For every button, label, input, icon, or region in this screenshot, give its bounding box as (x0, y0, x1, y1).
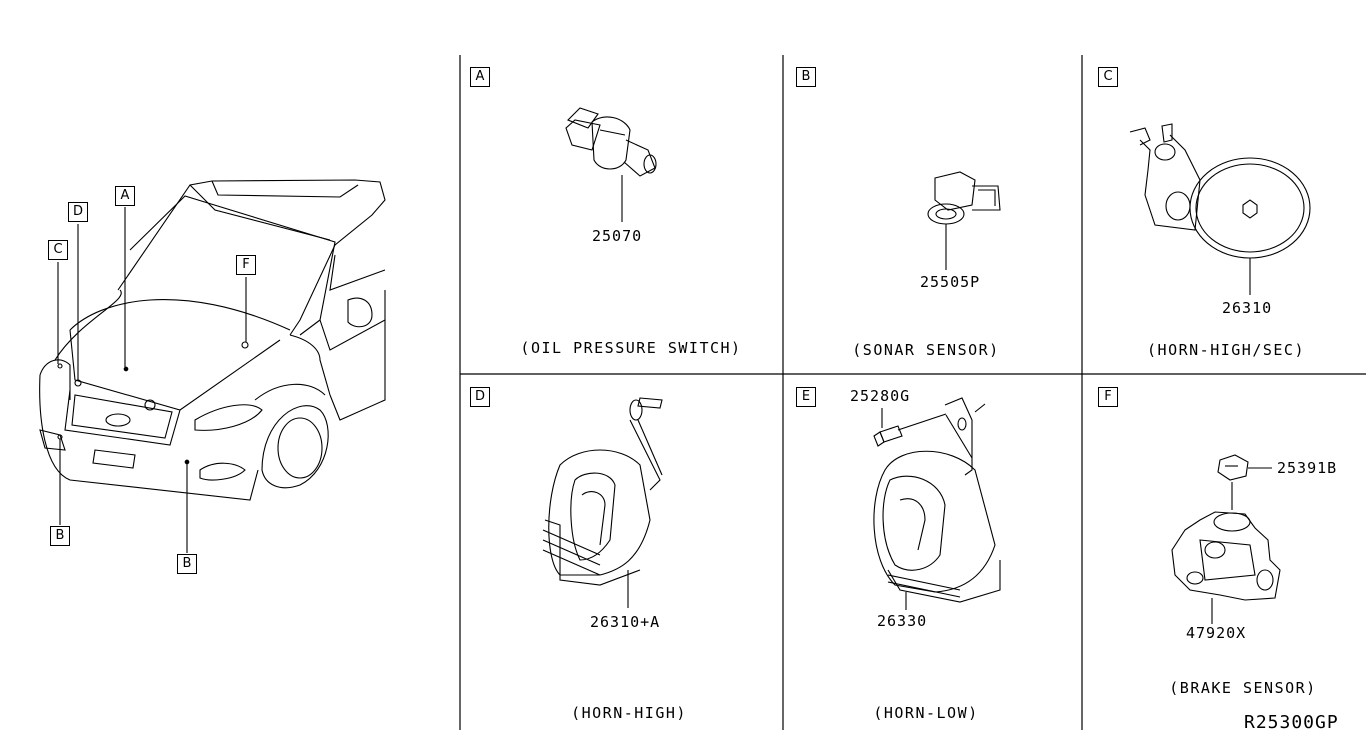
oil-pressure-switch-drawing (565, 107, 657, 222)
panel-caption: (OIL PRESSURE SWITCH) (520, 339, 742, 357)
callout-A[interactable]: A (115, 186, 135, 206)
part-number[interactable]: 25391B (1277, 459, 1338, 477)
panel-label-E: E (796, 387, 816, 407)
part-number[interactable]: 47920X (1186, 624, 1247, 642)
callout-F[interactable]: F (236, 255, 256, 275)
part-number[interactable]: 26330 (877, 612, 928, 630)
panel-caption: (SONAR SENSOR) (852, 341, 1000, 359)
panel-label-C: C (1098, 67, 1118, 87)
panel-label-B: B (796, 67, 816, 87)
panel-label-A: A (470, 67, 490, 87)
diagram-code: R25300GP (1244, 712, 1339, 733)
part-number[interactable]: 25280G (850, 387, 911, 405)
part-number[interactable]: 26310+A (590, 613, 661, 631)
brake-sensor-drawing (1171, 454, 1281, 624)
horn-high-drawing (542, 397, 663, 608)
horn-high-sec-drawing (1129, 123, 1311, 295)
callout-C[interactable]: C (48, 240, 68, 260)
panel-caption: (HORN-LOW) (873, 704, 979, 722)
part-number[interactable]: 25070 (592, 227, 643, 245)
sonar-sensor-drawing (927, 171, 1001, 270)
panel-caption: (HORN-HIGH/SEC) (1147, 341, 1305, 359)
part-number[interactable]: 26310 (1222, 299, 1273, 317)
panel-label-F: F (1098, 387, 1118, 407)
horn-low-drawing (873, 397, 1001, 610)
panel-label-D: D (470, 387, 490, 407)
callout-D[interactable]: D (68, 202, 88, 222)
panel-caption: (HORN-HIGH) (571, 704, 687, 722)
callout-B[interactable]: B (50, 526, 70, 546)
panel-caption: (BRAKE SENSOR) (1169, 679, 1317, 697)
callout-B[interactable]: B (177, 554, 197, 574)
part-number[interactable]: 25505P (920, 273, 981, 291)
vehicle-drawing (39, 179, 386, 501)
vehicle-leaders (57, 207, 247, 553)
